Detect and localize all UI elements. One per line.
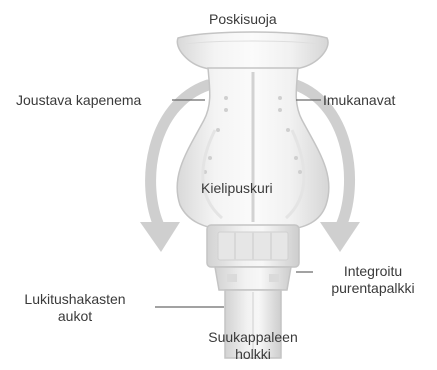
label-suction-channels: Imukanavat [323, 92, 395, 109]
label-lock-holes: Lukitushakasten aukot [5, 291, 145, 325]
label-mouthpiece-sleeve-line2: holkki [188, 346, 318, 363]
label-mouthpiece-sleeve-line1: Suukappaleen [188, 329, 318, 346]
label-lock-holes-line1: Lukitushakasten [5, 291, 145, 308]
label-mouthpiece-sleeve: Suukappaleen holkki [188, 329, 318, 363]
label-flexible-taper: Joustava kapenema [16, 92, 141, 109]
label-integrated-bite-bar: Integroitu purentapalkki [316, 263, 430, 297]
label-tongue-bumper: Kielipuskuri [201, 180, 273, 197]
label-cheek-guard: Poskisuoja [209, 11, 277, 28]
cheek-guard-shape [177, 32, 328, 71]
bite-bar-shape [207, 225, 299, 267]
label-integrated-bite-bar-line2: purentapalkki [316, 280, 430, 297]
label-integrated-bite-bar-line1: Integroitu [316, 263, 430, 280]
label-lock-holes-line2: aukot [5, 308, 145, 325]
lock-hole-connector-shape [215, 267, 291, 290]
